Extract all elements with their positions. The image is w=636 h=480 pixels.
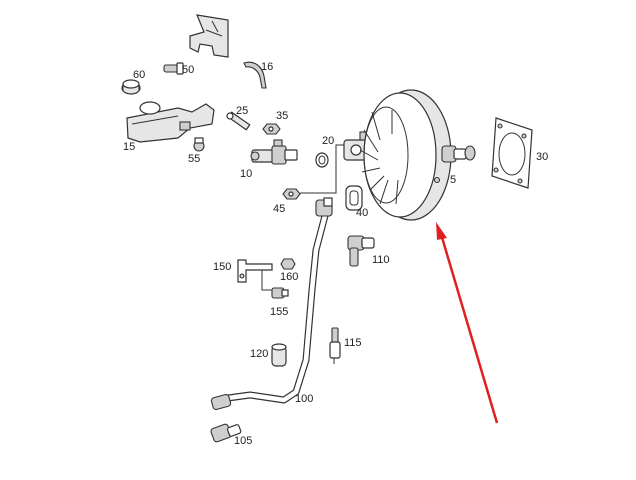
callout-10: 10 — [240, 168, 252, 180]
nut-part-35 — [262, 123, 281, 135]
callout-100: 100 — [295, 393, 313, 405]
grommet-part-55 — [193, 137, 205, 152]
callout-40: 40 — [356, 207, 368, 219]
screw-part-50 — [163, 62, 184, 75]
callout-35: 35 — [276, 110, 288, 122]
callout-15: 15 — [123, 141, 135, 153]
callout-110: 110 — [372, 254, 390, 266]
nut-part-160 — [280, 258, 296, 270]
bracket-part-16 — [189, 14, 229, 58]
cap-part-60 — [121, 79, 141, 95]
callout-25: 25 — [236, 105, 248, 117]
callout-105: 105 — [234, 435, 252, 447]
clip-part-155 — [271, 287, 289, 299]
nut-part-45 — [282, 188, 301, 200]
brake-booster-part-5 — [359, 89, 476, 221]
callout-115: 115 — [344, 337, 362, 349]
gasket-part-40 — [345, 185, 363, 211]
callout-160: 160 — [280, 271, 298, 283]
check-valve-part-110 — [347, 235, 375, 267]
callout-16: 16 — [261, 61, 273, 73]
red-arrow — [436, 222, 499, 424]
gasket-plate-part-30 — [491, 117, 533, 189]
callout-60: 60 — [133, 69, 145, 81]
line-end-connector — [210, 393, 232, 411]
callout-20: 20 — [322, 135, 334, 147]
vacuum-line-part-100 — [224, 197, 333, 404]
callout-45: 45 — [273, 203, 285, 215]
connector-part-115 — [329, 327, 341, 364]
reservoir-part-15 — [126, 101, 215, 143]
seal-part-20 — [315, 152, 329, 168]
valve-part-10 — [250, 139, 298, 165]
callout-30: 30 — [536, 151, 548, 163]
callout-5: 5 — [450, 174, 456, 186]
callout-55: 55 — [188, 153, 200, 165]
sleeve-part-120 — [271, 343, 287, 367]
hose-part-16 — [243, 61, 267, 89]
callout-150: 150 — [213, 261, 231, 273]
callout-labels: 5 10 15 16 20 25 30 35 40 45 50 55 60 10… — [123, 61, 548, 447]
callout-155: 155 — [270, 306, 288, 318]
callout-120: 120 — [250, 348, 268, 360]
connector-part-105 — [210, 423, 242, 443]
pin-part-25 — [226, 111, 251, 131]
callout-50: 50 — [182, 64, 194, 76]
bracket-part-150 — [237, 259, 273, 291]
